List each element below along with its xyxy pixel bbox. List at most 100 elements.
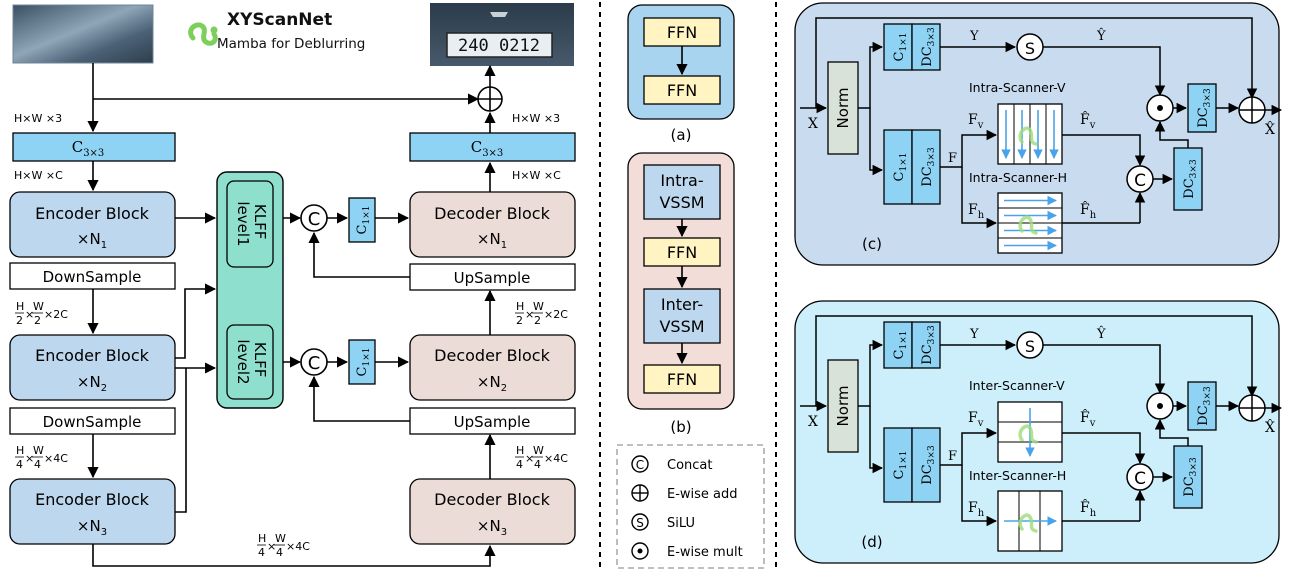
panel-b: Intra-VSSM FFN Inter-VSSM FFN (b) <box>627 152 735 436</box>
global-skip-connection <box>87 63 480 133</box>
svg-text:4: 4 <box>534 458 541 471</box>
panel_c-residual-skip <box>815 17 1258 108</box>
upsample-1 <box>409 263 576 291</box>
panel_d-conv-bottom-dc <box>911 427 941 503</box>
legend-add-icon <box>631 484 649 502</box>
decoder-block-2: Decoder Block ×N2 <box>409 334 576 401</box>
svg-text:H: H <box>258 532 266 545</box>
encoder-2-mult: ×N2 <box>77 373 107 394</box>
legend-silu-label: SiLU <box>667 516 695 531</box>
downsample-2 <box>9 407 176 435</box>
panel_c-fv-label: Fv <box>968 112 984 131</box>
legend-concat-icon: C <box>631 455 649 473</box>
encoder-block-2: Encoder Block ×N2 <box>9 334 176 401</box>
svg-text:4: 4 <box>516 458 523 471</box>
panel_c-fh-arrow <box>961 167 998 229</box>
concat-node-1: C <box>300 204 328 232</box>
panel_c-conv-top-c1x1 <box>883 23 913 71</box>
panel_c-norm-label: Norm <box>834 88 852 129</box>
panel_d-branch-to-mult <box>1154 418 1189 446</box>
svg-text:W: W <box>533 300 544 313</box>
downsample-1 <box>9 262 176 290</box>
klff-level1 <box>226 180 274 268</box>
panel-b-inter-vssm-label: Inter-VSSM <box>659 295 704 336</box>
panel_c-branch-bottom <box>869 108 884 176</box>
panel_d-norm-label: Norm <box>834 386 852 427</box>
logo-snake-icon <box>188 22 218 46</box>
svg-text:4: 4 <box>258 546 265 559</box>
panel_c-conv-bottom-c1x1-label: C1×1 <box>892 153 909 182</box>
panel_d-conv-top-c1x1 <box>883 321 913 369</box>
panel_c-y-label: Y <box>969 29 979 44</box>
panel_c-conv-top-dc-label: DC3×3 <box>920 27 937 67</box>
encoder-block-1: Encoder Block ×N1 <box>9 191 176 258</box>
car-logo <box>490 12 508 17</box>
panel_d-yhat-arrow <box>1043 344 1166 395</box>
dim-input-hwc: H×W ×C <box>14 169 63 182</box>
panel-b-ffn-2 <box>643 364 721 394</box>
panel-b-caption: (b) <box>670 418 691 436</box>
panel_c-caption: (c) <box>862 235 882 253</box>
panel_d-concat-label: C <box>1134 469 1146 489</box>
conv-out-block <box>409 132 576 162</box>
svg-text:H: H <box>16 444 24 457</box>
decoder-3-label: Decoder Block <box>434 490 550 509</box>
svg-text:H: H <box>516 300 524 313</box>
panel_c-scanner-h-label: Intra-Scanner-H <box>969 170 1067 185</box>
panel_d-mult-dot <box>1157 403 1163 409</box>
panel_d-conv-top-dc-label: DC3×3 <box>920 325 937 365</box>
panel_c-yhat-arrow <box>1043 46 1166 97</box>
panel_d-fh-label: Fh <box>968 500 985 519</box>
panel_c-fv-arrow <box>940 129 998 168</box>
panel-b-ffn-1 <box>643 237 721 267</box>
svg-text:H: H <box>516 444 524 457</box>
legend: C Concat E-wise add S SiLU E-wise mult <box>616 444 765 569</box>
panel_d-branch-dc-label: DC3×3 <box>1182 457 1199 497</box>
svg-text:×4C: ×4C <box>286 540 310 553</box>
panel-b-intra-vssm <box>643 164 721 220</box>
panel_c-x-in-label: X <box>808 116 818 132</box>
encoder-3-label: Encoder Block <box>35 490 150 509</box>
dim-output-hw3: H×W ×3 <box>512 112 560 125</box>
panel_d-caption: (d) <box>861 533 882 551</box>
panel_c-x-out-label: X̂ <box>1265 120 1275 138</box>
panel_d-branch-top <box>858 339 884 407</box>
panel-b-ffn-2-label: FFN <box>667 370 697 389</box>
panel_c-yhat-label: Ŷ <box>1096 28 1106 44</box>
svg-text:C: C <box>636 458 644 472</box>
legend-concat-label: Concat <box>667 458 712 473</box>
dim-quarter-right: H 4 × W 4 ×4C <box>515 444 568 471</box>
panel-b-intra-vssm-label: Intra-VSSM <box>659 171 704 212</box>
input-blurry-image <box>13 5 153 63</box>
encoder-3-mult: ×N3 <box>77 517 107 538</box>
panel-a-ffn-1-label: FFN <box>667 23 697 42</box>
panel_d-snake-watermark-icon <box>1018 424 1038 444</box>
panel_c-conv-top-dc <box>911 23 941 71</box>
dim-input-hw3: H×W ×3 <box>14 112 62 125</box>
downsample-2-label: DownSample <box>43 413 142 431</box>
downsample-1-label: DownSample <box>43 268 142 286</box>
panel_c-fv-hat-label: F̂v <box>1080 110 1096 131</box>
legend-mult-icon <box>631 542 649 560</box>
svg-text:W: W <box>33 300 44 313</box>
panel_d-f-label: F <box>948 449 957 464</box>
decoder-2-mult: ×N2 <box>477 373 507 394</box>
encoder-to-klff-arrows <box>175 212 302 513</box>
svg-text:×2C: ×2C <box>44 308 68 321</box>
license-plate-text: 240 0212 <box>458 36 540 56</box>
panel_c-fh-hat-label: F̂h <box>1080 200 1097 221</box>
panel_c-conv-top-c1x1-label: C1×1 <box>892 33 909 62</box>
title-name: XYScanNet <box>227 10 332 30</box>
encoder-block-3: Encoder Block ×N3 <box>9 478 176 545</box>
panel_d-branch-dc <box>1173 445 1203 509</box>
conv-in-label: C3×3 <box>72 138 105 159</box>
conv-in-block <box>12 132 176 162</box>
panel_c-branch-to-mult <box>1154 120 1189 148</box>
panel-a: FFN FFN (a) <box>627 4 735 144</box>
klff-level1-label: KLFF level1 <box>234 201 269 246</box>
panel_d-fv-hat-arrow <box>1110 432 1146 465</box>
panel_d-y-label: Y <box>969 327 979 342</box>
